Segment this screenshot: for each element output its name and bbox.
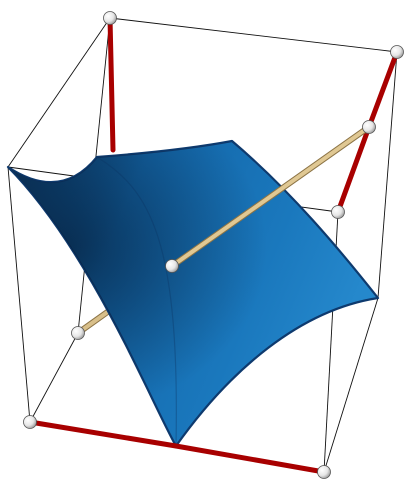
red-edges-front [27,419,327,475]
red-edge-right-upper [366,49,400,130]
cube-edge [377,51,398,299]
red-edge-bottom-left [27,419,179,449]
red-edge-right-lower [335,124,372,215]
surface-inner-fold [96,156,177,447]
cube-edge [29,332,79,423]
sphere-node-icon [390,45,404,59]
vertex-nodes [23,11,404,479]
sphere-node-icon [317,465,331,479]
sphere-node-icon [331,205,345,219]
sphere-node-icon [362,120,376,134]
cube-edge [323,297,379,473]
sphere-node-icon [23,415,37,429]
saddle-surface [6,139,380,448]
cube-edge [7,17,111,168]
red-edge-left-vertical [107,15,116,153]
cube-edge [109,17,398,53]
sphere-node-icon [103,11,117,25]
surface-shading [8,141,378,446]
rod-front [169,124,372,269]
sphere-node-icon [71,326,85,340]
sphere-node-icon [165,259,179,273]
red-edge-bottom-right [173,443,327,475]
cube-edge [7,166,31,423]
red-edges-back [107,15,400,215]
